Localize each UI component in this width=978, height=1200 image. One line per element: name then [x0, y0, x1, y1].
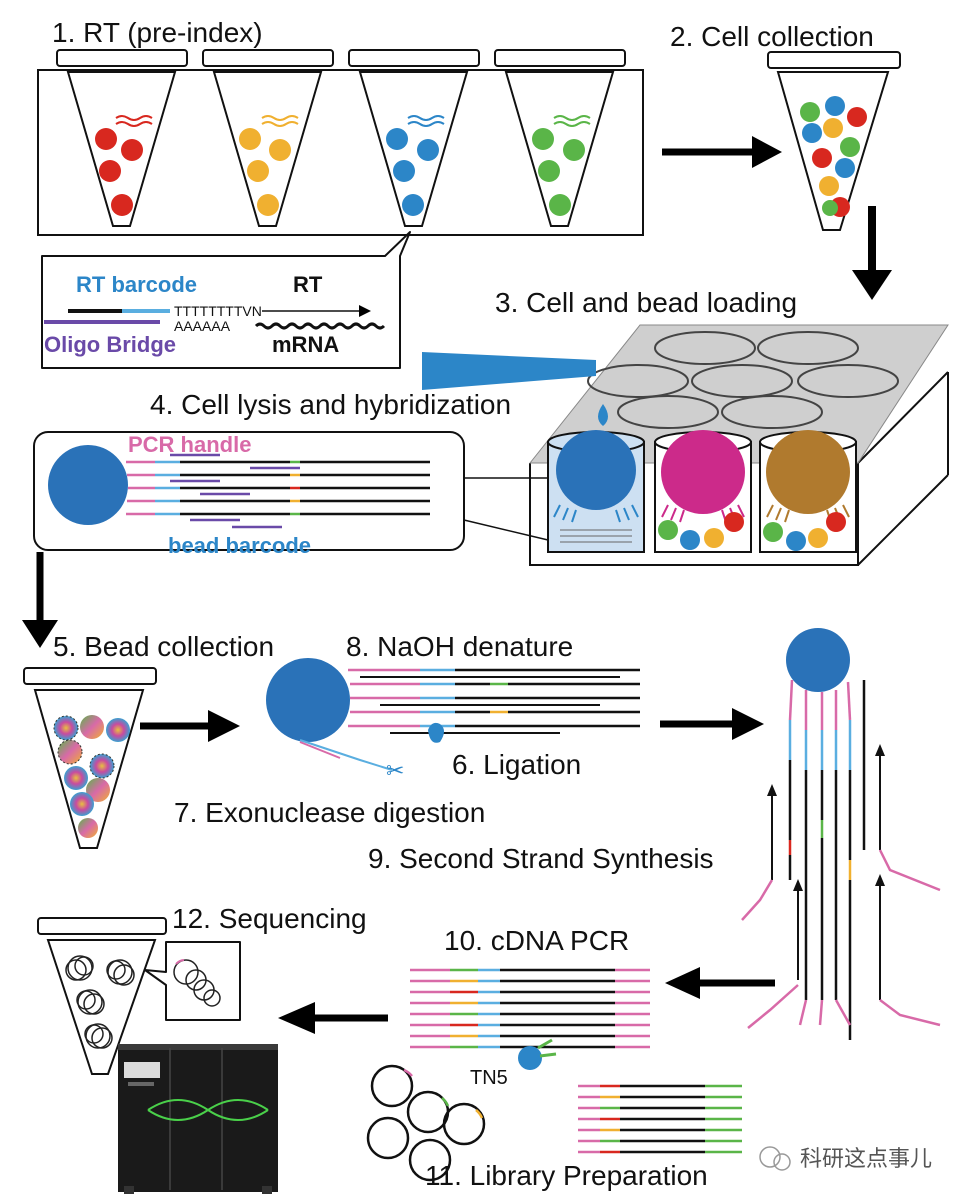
step2-label: 2. Cell collection	[670, 21, 874, 52]
scissors-icon: ✂	[386, 759, 404, 784]
rt-label: RT	[293, 272, 323, 297]
pipette-tip	[422, 352, 596, 390]
rt-barcode-label: RT barcode	[76, 272, 197, 297]
step11-label: 11. Library Preparation	[425, 1160, 708, 1191]
sequencing-tube	[37, 917, 167, 1075]
rt-tube-blue	[348, 49, 480, 227]
polyA-label: AAAAAA	[174, 318, 231, 334]
step9-label: 9. Second Strand Synthesis	[368, 843, 714, 874]
well-brown	[759, 430, 857, 553]
library-fragments	[578, 1084, 742, 1154]
mrna-label: mRNA	[272, 332, 339, 357]
rt-primer-callout: RT barcode RT TTTTTTTTVN AAAAAA Oligo Br…	[41, 231, 411, 369]
bead-ligation-diagram: ✂	[266, 658, 640, 784]
pcr-handle-label: PCR handle	[128, 432, 251, 457]
bead-hybridization-callout: PCR handle bead barcode	[33, 431, 549, 558]
collection-tube	[767, 51, 901, 231]
watermark: 科研这点事儿	[759, 1146, 932, 1172]
step8-label: 8. NaOH denature	[346, 631, 573, 662]
tn5-label: TN5	[470, 1067, 508, 1089]
sequencing-zoom-callout	[144, 941, 241, 1021]
rt-tube-rack	[37, 69, 644, 236]
tn5-icon	[518, 1038, 557, 1070]
bead-collection-tube	[23, 667, 157, 849]
oligo-bridge-label: Oligo Bridge	[44, 332, 176, 357]
bead-barcode-label: bead barcode	[168, 533, 311, 558]
rt-tube-green	[494, 49, 626, 227]
step6-label: 6. Ligation	[452, 749, 581, 780]
step12-label: 12. Sequencing	[172, 903, 367, 934]
well-magenta	[654, 430, 752, 553]
second-strand-diagram	[741, 628, 941, 1040]
rt-tube-red	[56, 49, 188, 227]
step7-label: 7. Exonuclease digestion	[174, 797, 485, 828]
well-blue	[547, 430, 645, 553]
step1-label: 1. RT (pre-index)	[52, 17, 263, 48]
step3-label: 3. Cell and bead loading	[495, 287, 797, 318]
step10-label: 10. cDNA PCR	[444, 925, 629, 956]
watermark-text: 科研这点事儿	[800, 1147, 932, 1172]
droplet	[598, 404, 608, 426]
cdna-pcr-products	[410, 968, 650, 1049]
rt-tube-yellow	[202, 49, 334, 227]
step4-label: 4. Cell lysis and hybridization	[150, 389, 511, 420]
step5-label: 5. Bead collection	[53, 631, 274, 662]
circular-library	[366, 1064, 486, 1182]
polyT-label: TTTTTTTTVN	[174, 303, 262, 319]
sequencer-machine	[118, 1044, 278, 1194]
ligase-icon	[428, 722, 444, 743]
